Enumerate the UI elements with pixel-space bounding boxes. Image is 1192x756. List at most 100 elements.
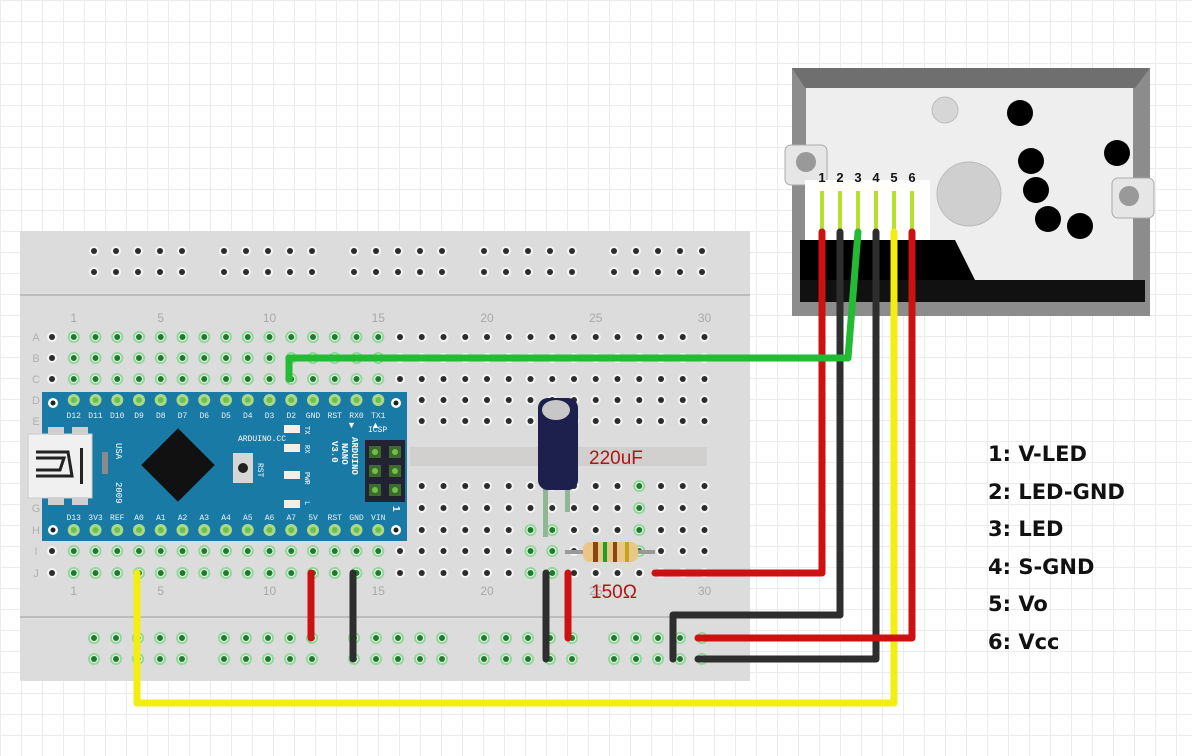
hole — [505, 483, 512, 489]
wire-vled — [651, 228, 826, 577]
wires — [133, 228, 916, 707]
rail-hole — [373, 248, 379, 254]
pin-label-top: D7 — [178, 412, 188, 421]
rail-hole — [157, 269, 163, 275]
hole — [592, 527, 599, 533]
hole — [223, 355, 229, 361]
pin-label-bottom: A6 — [265, 514, 275, 523]
hole — [92, 334, 99, 340]
hole-highlight — [263, 331, 276, 343]
hole — [636, 418, 643, 424]
hole — [244, 334, 251, 340]
hole-highlight — [133, 373, 145, 385]
hole — [92, 376, 99, 382]
hole-highlight — [89, 373, 102, 385]
hole — [223, 334, 229, 340]
hole — [527, 418, 534, 424]
hole — [549, 570, 556, 576]
pin-label-bottom: 5V — [308, 514, 318, 523]
hole-highlight — [67, 331, 80, 343]
rail-hole — [547, 248, 553, 254]
hole — [679, 334, 686, 340]
sensor-pin-label: 4 — [872, 170, 880, 185]
resistor-label: 150Ω — [591, 582, 637, 603]
pin-label-top: D10 — [110, 412, 125, 421]
rail-hole-highlight — [284, 653, 296, 665]
hole-highlight — [111, 331, 124, 343]
hole — [70, 355, 77, 361]
rail-hole — [221, 269, 227, 275]
hole-highlight — [89, 567, 102, 579]
column-label: 20 — [480, 584, 494, 598]
board-name-line1: ARDUINO — [349, 437, 359, 475]
hole — [440, 376, 447, 382]
hole — [658, 483, 664, 489]
rail-hole — [309, 656, 315, 662]
pin-label-top: TX1 — [371, 412, 386, 421]
hole — [462, 376, 469, 382]
led-label: L — [302, 501, 310, 505]
hole-highlight — [241, 545, 254, 557]
capacitor-body — [538, 398, 578, 490]
hole-highlight — [220, 545, 232, 557]
hole — [636, 334, 643, 340]
hole-highlight — [154, 331, 167, 343]
rail-hole-highlight — [566, 653, 578, 665]
pin-top-center — [114, 397, 121, 403]
rail-hole — [287, 269, 293, 275]
pin-bottom-center — [157, 527, 164, 533]
screw-right-icon — [1119, 186, 1139, 206]
rail-hole — [525, 269, 531, 275]
hole-highlight — [633, 502, 646, 514]
hole — [658, 527, 664, 533]
rail-hole-highlight — [630, 653, 642, 665]
hole — [527, 397, 534, 403]
icsp-pin1-label: 1 — [390, 506, 401, 512]
resistor-body — [583, 542, 638, 562]
sensor-pin-label: 3 — [854, 170, 861, 185]
pin-label-top: GND — [306, 412, 321, 421]
rail-hole — [287, 248, 293, 254]
rx-arrow-icon: ▼ — [347, 420, 356, 430]
pin-bottom-center — [179, 527, 186, 533]
hole — [484, 418, 490, 424]
sensor-pin-label: 1 — [818, 170, 825, 185]
rail-hole-highlight — [154, 653, 166, 665]
hole — [157, 376, 164, 382]
rail-hole — [655, 269, 661, 275]
rail-hole — [481, 269, 487, 275]
pin-bottom-center — [310, 527, 316, 533]
hole — [418, 505, 425, 511]
pin-bottom-center — [114, 527, 121, 533]
pin-label-bottom: A2 — [178, 514, 188, 523]
hole — [484, 527, 490, 533]
hole-highlight — [154, 545, 167, 557]
hole — [266, 334, 273, 340]
pin-label-top: D12 — [67, 412, 82, 421]
hole-highlight — [263, 352, 276, 364]
pin-label-top: D2 — [286, 412, 296, 421]
pin-legend: 1: V-LED 2: LED-GND 3: LED 4: S-GND 5: V… — [988, 436, 1125, 661]
reset-button-cap — [238, 463, 248, 473]
hole — [679, 483, 686, 489]
hole-highlight — [633, 480, 646, 492]
row-label: E — [32, 416, 39, 428]
hole — [288, 548, 295, 554]
rail-hole — [373, 656, 379, 662]
rail-hole — [373, 635, 379, 641]
pin-label-bottom: GND — [349, 514, 364, 523]
rail-hole — [611, 248, 617, 254]
icsp-label: ICSP — [368, 426, 387, 435]
hole — [636, 376, 643, 382]
rail-hole — [91, 269, 97, 275]
rail-hole — [417, 656, 423, 662]
hole — [244, 355, 251, 361]
rail-hole — [265, 248, 271, 254]
rail-hole — [265, 656, 271, 662]
hole — [658, 548, 664, 554]
hole — [679, 418, 686, 424]
hole — [484, 334, 490, 340]
resistor: 150Ω — [565, 542, 655, 603]
hole — [418, 334, 425, 340]
rail-hole — [179, 656, 185, 662]
